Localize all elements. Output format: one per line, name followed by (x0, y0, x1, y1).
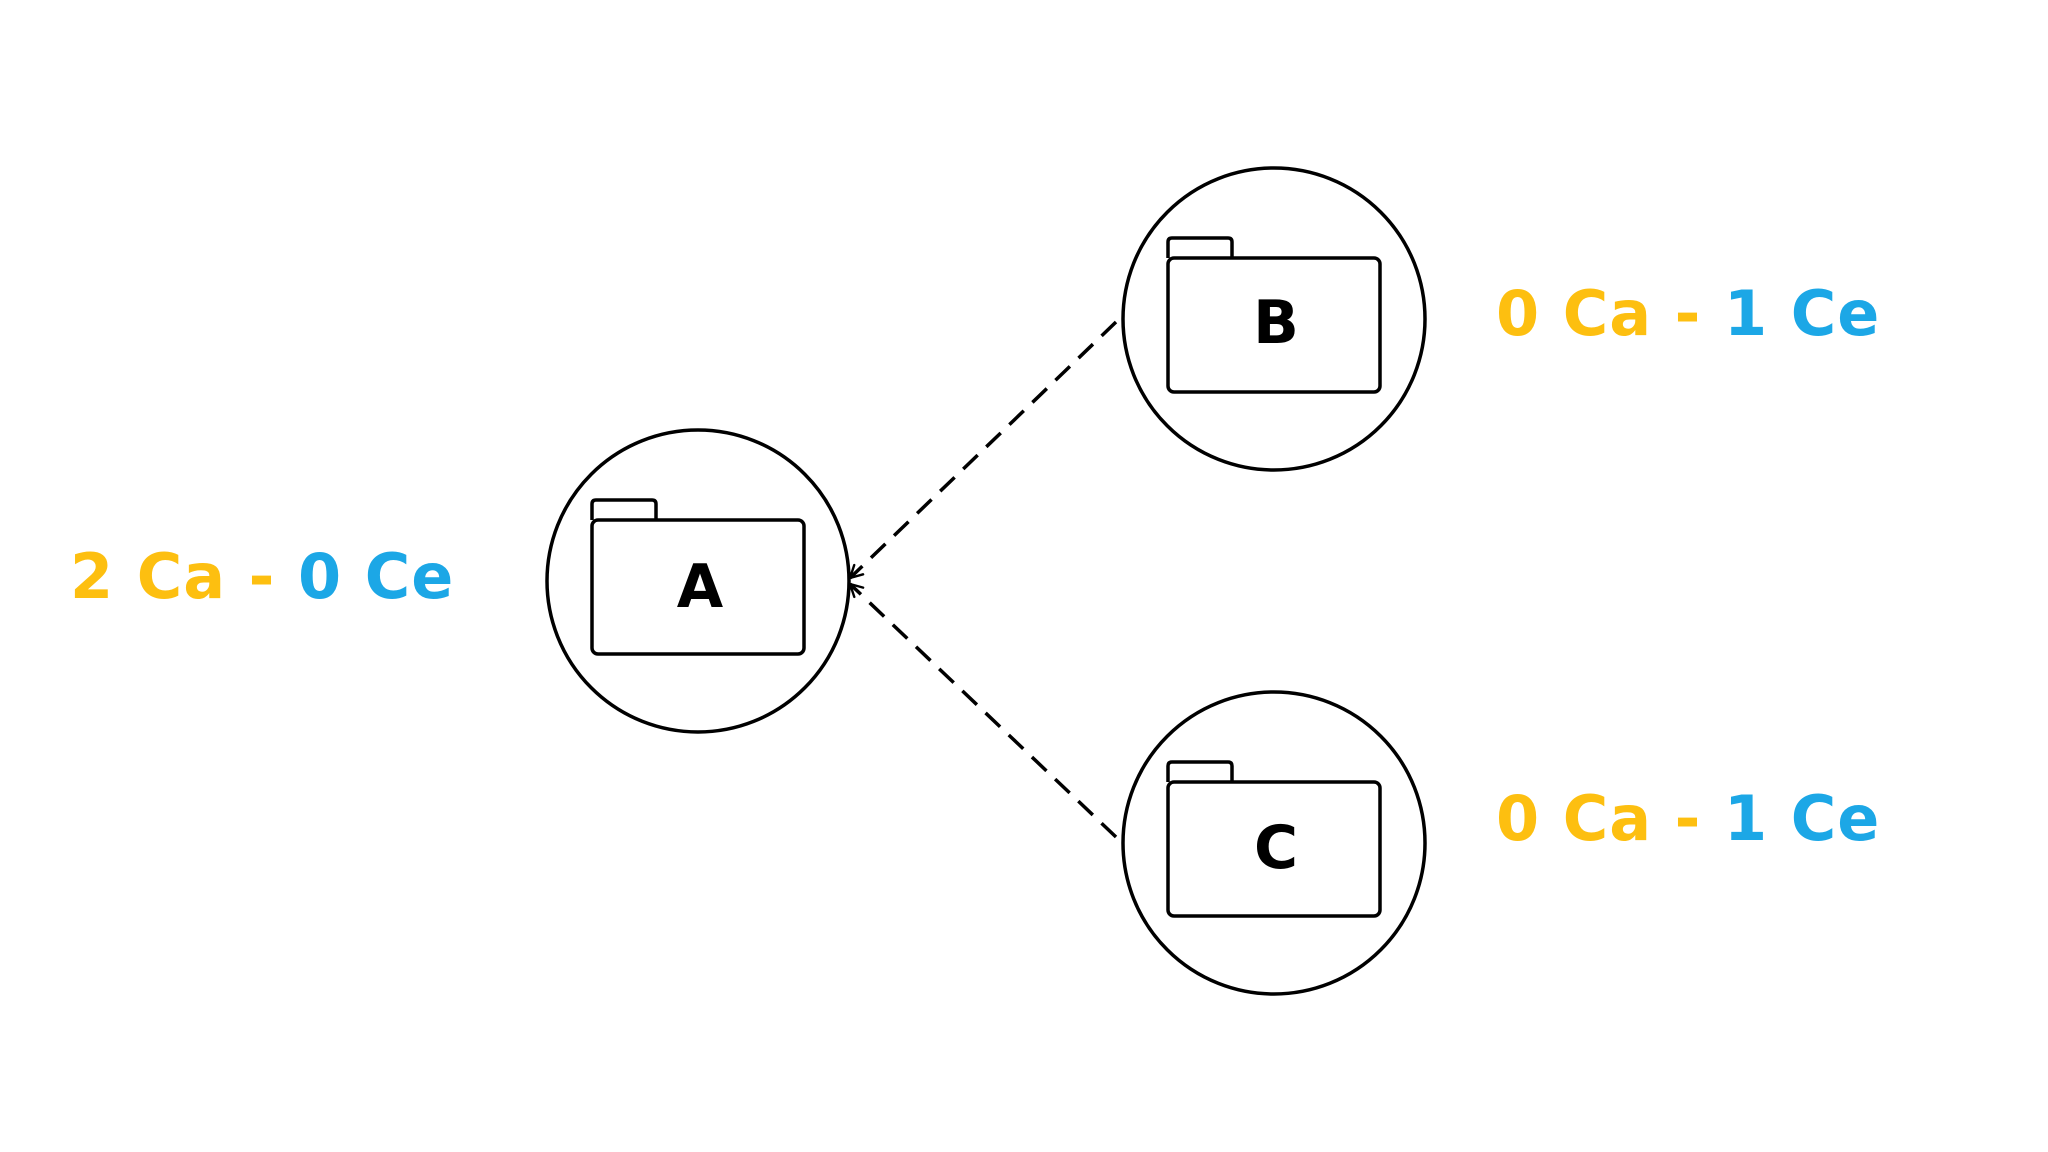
node-c-circle (1121, 690, 1427, 996)
edge-c-to-a (848, 582, 1118, 839)
efferent-count-a: 0 Ce (297, 540, 455, 613)
node-a-letter: A (677, 552, 724, 622)
node-b-letter: B (1253, 288, 1299, 358)
node-b[interactable]: B (1121, 166, 1427, 472)
folder-icon (1166, 236, 1382, 394)
node-a-circle (545, 428, 851, 734)
afferent-count-a: 2 Ca (70, 540, 227, 613)
metric-label-b: 0 Ca - 1 Ce (1496, 283, 1880, 345)
afferent-count-b: 0 Ca (1496, 277, 1653, 350)
node-a[interactable]: A (545, 428, 851, 734)
metric-separator-a: - (226, 540, 298, 613)
metric-separator-c: - (1652, 782, 1724, 855)
afferent-count-c: 0 Ca (1496, 782, 1653, 855)
node-c-letter: C (1254, 813, 1298, 883)
edge-b-to-a (848, 320, 1118, 580)
folder-icon (590, 498, 806, 656)
efferent-count-b: 1 Ce (1723, 277, 1881, 350)
node-b-circle (1121, 166, 1427, 472)
metric-separator-b: - (1652, 277, 1724, 350)
metric-label-c: 0 Ca - 1 Ce (1496, 788, 1880, 850)
node-c[interactable]: C (1121, 690, 1427, 996)
folder-icon (1166, 760, 1382, 918)
efferent-count-c: 1 Ce (1723, 782, 1881, 855)
metric-label-a: 2 Ca - 0 Ce (70, 546, 454, 608)
